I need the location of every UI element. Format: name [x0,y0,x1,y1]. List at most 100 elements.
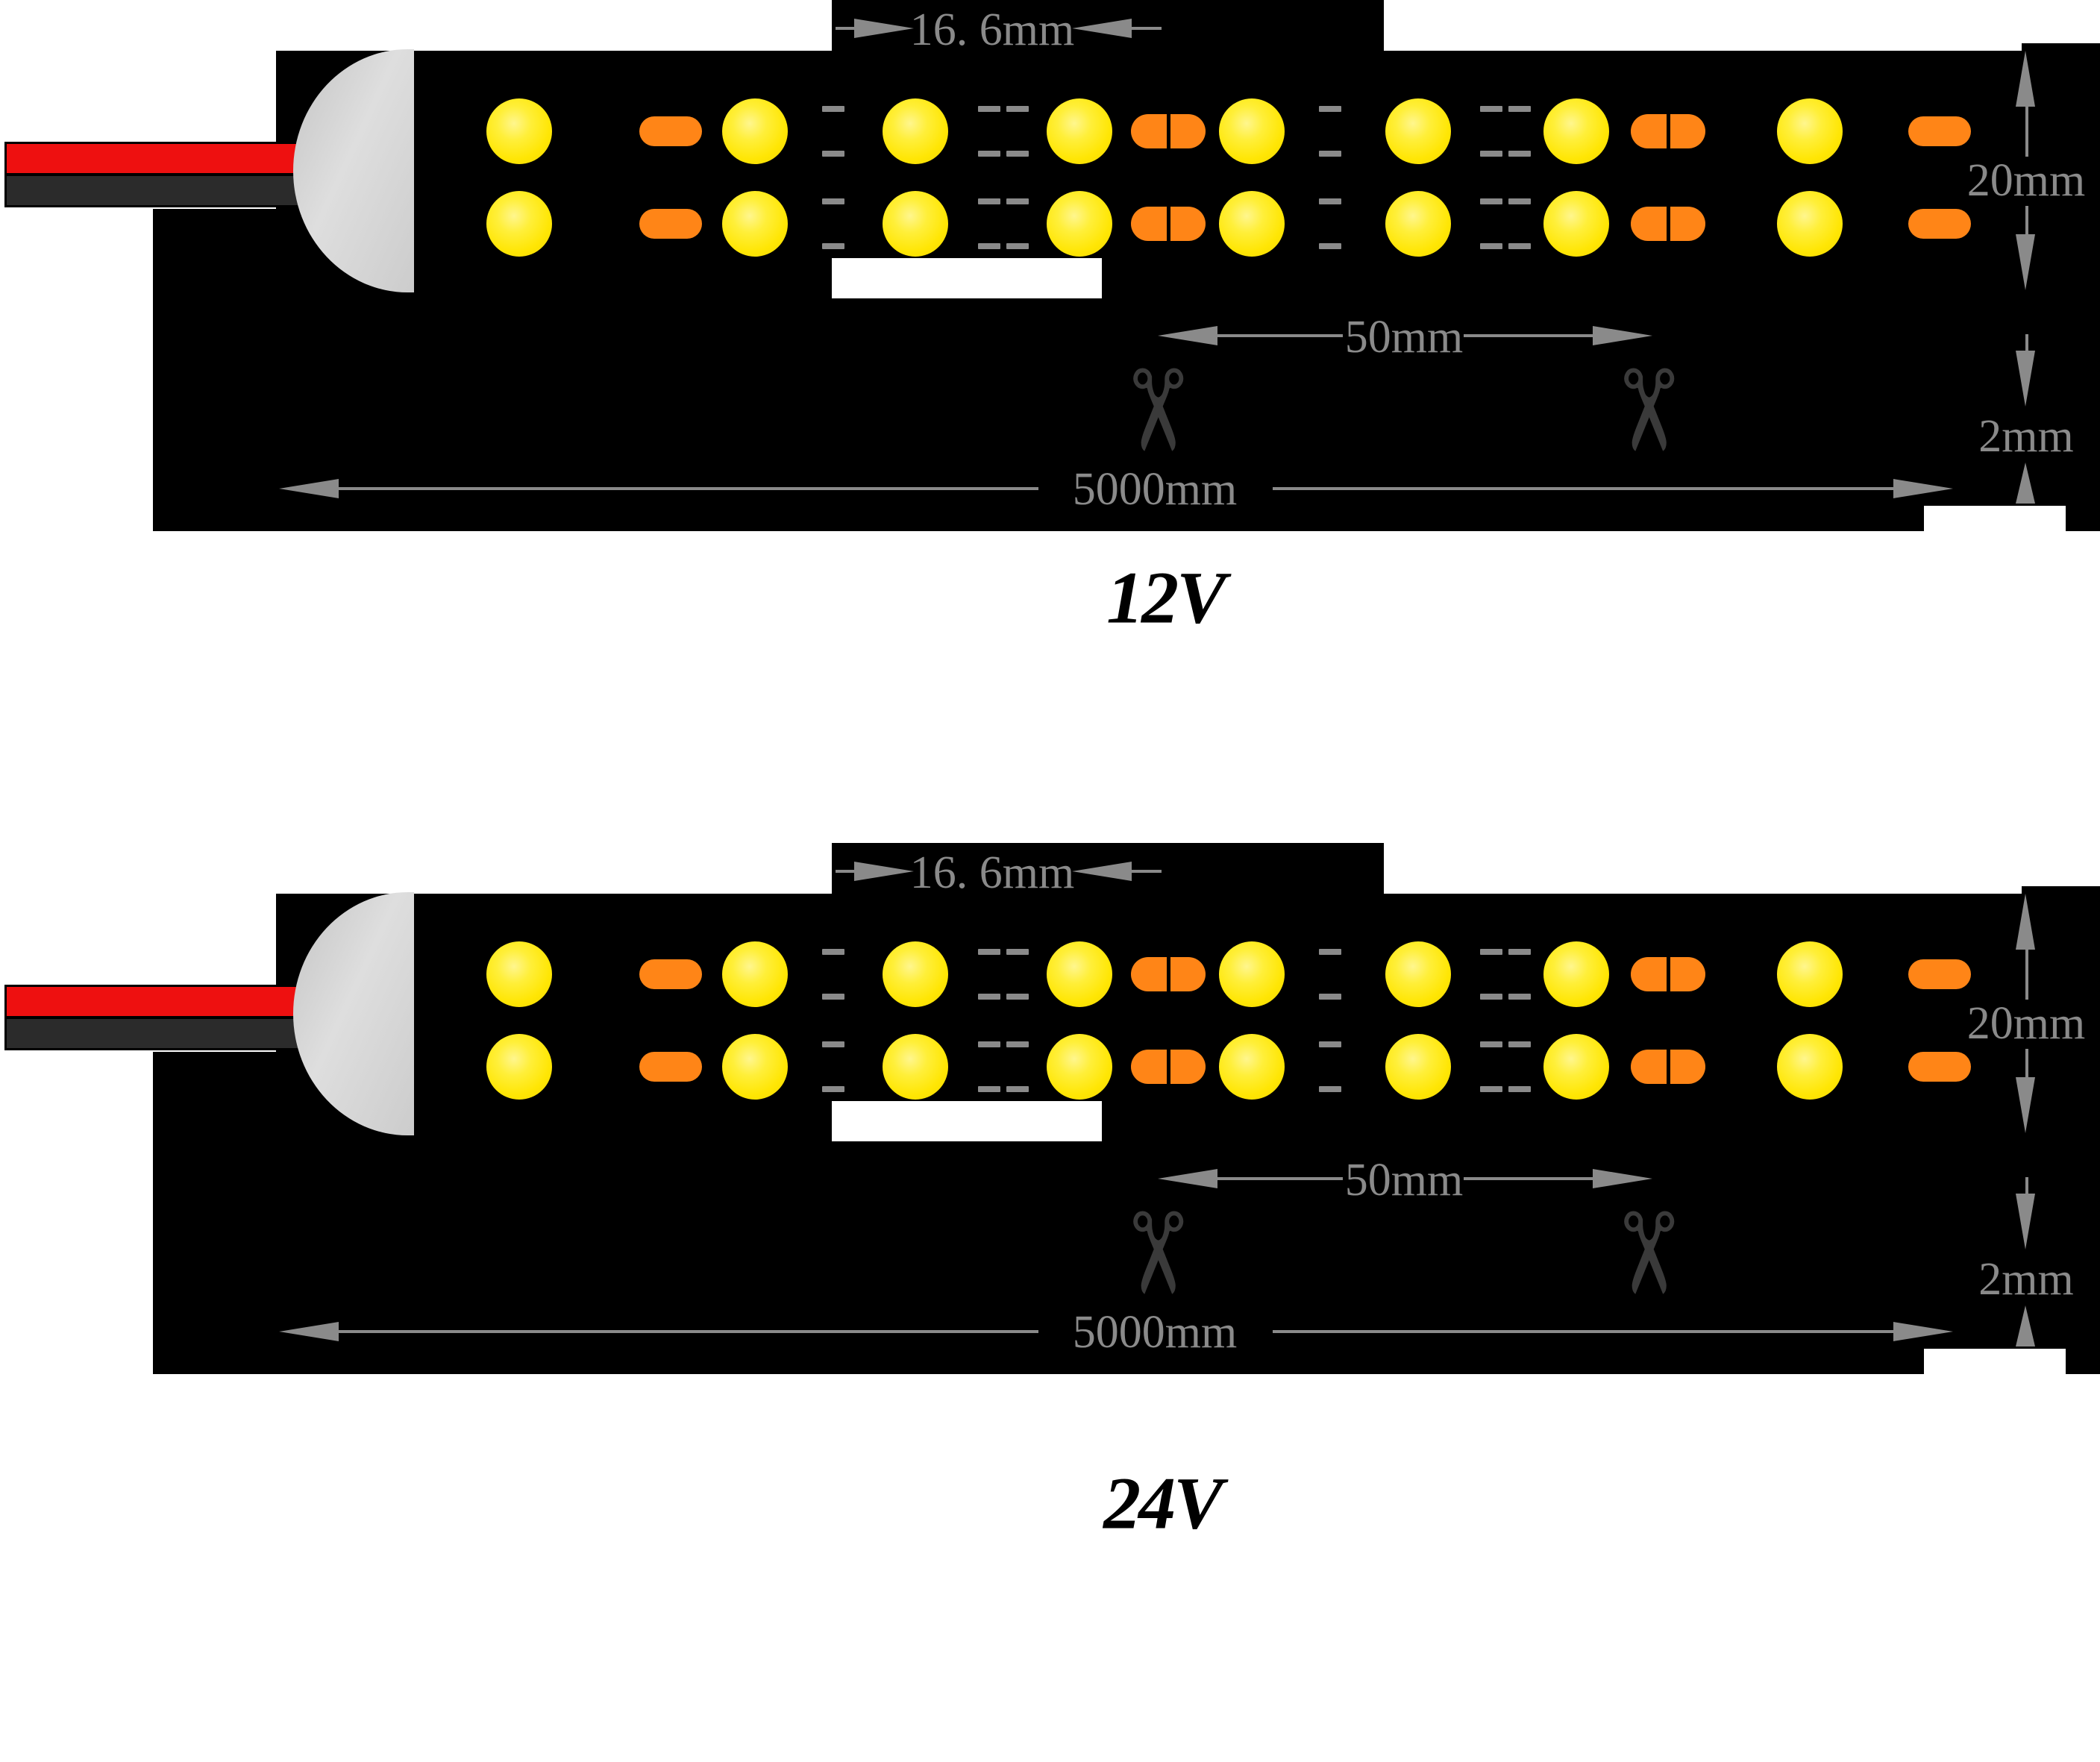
pitch-dim-label: 16. 6mm [909,847,1075,898]
led-chip [883,941,948,1007]
pitch-arrow-left-icon [1072,862,1132,881]
width-dim-line [2025,104,2028,157]
voltage-label: 24V [1103,1461,1223,1545]
cut-dim-line [1464,334,1594,337]
cut-arrow-right-icon [1593,326,1652,345]
cut-dim-line [1216,334,1343,337]
led-chip [1543,941,1609,1007]
pcb-mark [978,949,1000,955]
led-chip [1543,1034,1609,1100]
led-chip [1777,1034,1843,1100]
pcb-mark [1006,106,1029,112]
length-dim-label: 5000mm [1072,1307,1238,1358]
led-chip [1543,191,1609,257]
solder-pad [1908,116,1971,146]
cut-point-pads [1631,956,1705,993]
pcb-mark [978,994,1000,1000]
pcb-mark [822,106,844,112]
cut-point-pads [1131,113,1206,150]
pitch-dim-line [836,27,865,30]
strip-pcb-body [276,894,2022,1134]
width-dim-line [2025,947,2028,1000]
cut-point-pads [1131,956,1206,993]
cut-arrow-left-icon [1158,1169,1217,1188]
strip-left-block [153,209,276,291]
solder-pad [1908,1052,1971,1082]
pcb-mark [1508,243,1531,249]
background-notch [1924,1349,2066,1379]
length-dim-line [1273,487,1895,490]
pcb-mark [1508,994,1531,1000]
thickness-arrow-down-icon [2016,351,2035,407]
led-chip [1047,98,1112,164]
bottom-annotation-background [153,291,2022,531]
pcb-mark [1508,198,1531,204]
led-chip [1047,941,1112,1007]
width-arrow-down-icon [2016,234,2035,290]
background-notch [832,258,1102,298]
bottom-annotation-background [153,1134,2022,1374]
pcb-mark [1508,151,1531,157]
led-chip [722,1034,788,1100]
cut-dim-label: 50mm [1344,1155,1464,1206]
led-chip [1219,941,1285,1007]
pcb-mark [978,1041,1000,1047]
thickness-dim-label: 2mm [1978,411,2074,462]
length-arrow-left-icon [279,479,339,498]
cut-dim-label: 50mm [1344,312,1464,363]
led-chip [1219,98,1285,164]
pcb-mark [822,243,844,249]
pcb-mark [1319,994,1341,1000]
pcb-mark [1508,106,1531,112]
length-arrow-right-icon [1893,479,1953,498]
pcb-mark [1480,994,1502,1000]
width-arrow-up-icon [2016,51,2035,107]
cut-here-scissors-icon: ✂ [1091,1206,1220,1300]
led-chip [1219,191,1285,257]
solder-pad [639,1052,702,1082]
length-arrow-right-icon [1893,1322,1953,1341]
pcb-mark [1006,949,1029,955]
cut-dim-line [1216,1177,1343,1180]
thickness-dim-line [2025,1177,2028,1195]
solder-pad [1908,959,1971,989]
solder-pad [1908,209,1971,239]
negative-wire [4,174,310,207]
pitch-dim-line [836,870,865,873]
led-chip [486,941,552,1007]
pitch-arrow-right-icon [854,862,914,881]
length-dim-label: 5000mm [1072,464,1238,515]
cut-dim-line [1464,1177,1594,1180]
pitch-dim-line [1128,27,1162,30]
led-chip [1543,98,1609,164]
pcb-mark [1319,1086,1341,1092]
solder-pad [639,959,702,989]
thickness-dim-line [2025,334,2028,352]
pcb-mark [822,994,844,1000]
pcb-mark [1006,1086,1029,1092]
strip-pcb-body [276,51,2022,291]
led-chip [883,191,948,257]
pcb-mark [822,1086,844,1092]
led-chip [1385,941,1451,1007]
led-chip [1385,191,1451,257]
length-arrow-left-icon [279,1322,339,1341]
width-arrow-down-icon [2016,1077,2035,1133]
pcb-mark [1006,243,1029,249]
pcb-mark [978,243,1000,249]
width-dim-line [2025,1049,2028,1079]
pcb-mark [978,198,1000,204]
led-chip [1219,1034,1285,1100]
pcb-mark [1480,151,1502,157]
pcb-mark [1006,198,1029,204]
cut-here-scissors-icon: ✂ [1582,363,1711,457]
pcb-mark [1508,1086,1531,1092]
pcb-mark [1480,243,1502,249]
led-chip [1777,98,1843,164]
strip-left-block [153,1052,276,1134]
pitch-arrow-left-icon [1072,19,1132,38]
cut-point-pads [1131,205,1206,242]
led-chip [883,98,948,164]
pcb-mark [1319,949,1341,955]
